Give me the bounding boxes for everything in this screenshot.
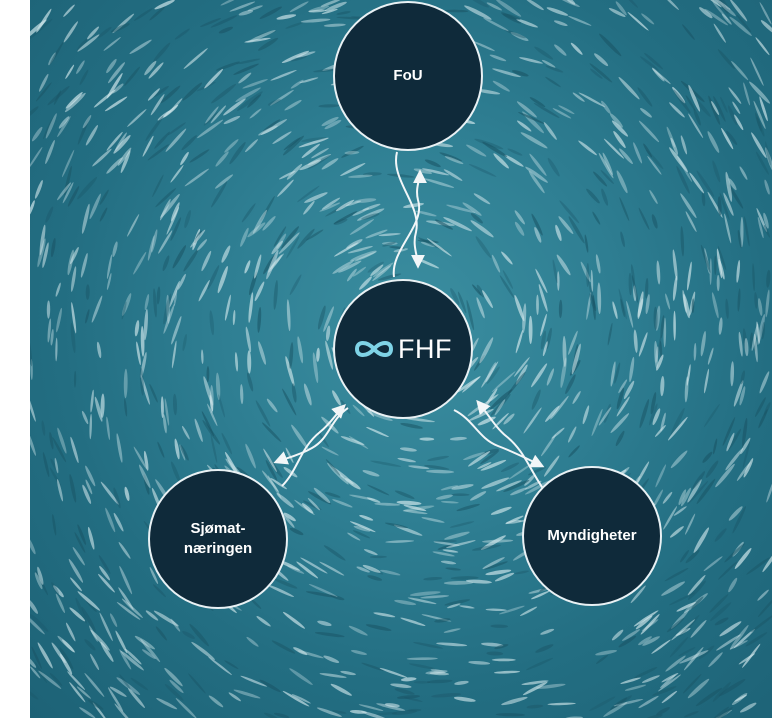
node-sjomatnaeringen: Sjømat- næringen	[148, 469, 288, 609]
node-fhf: FHF	[333, 279, 473, 419]
node-sjomat-label: Sjømat- næringen	[183, 520, 253, 557]
fhf-logo: FHF	[354, 334, 452, 364]
arrow-fhf-to-myndigheter	[453, 409, 545, 468]
arrow-myndigheter-to-fhf	[476, 399, 545, 491]
arrow-sjomat-to-fhf	[281, 404, 346, 487]
arrow-fhf-to-fou	[392, 169, 427, 278]
node-myndigheter: Myndigheter	[522, 466, 662, 606]
connection-arrows	[273, 151, 545, 491]
node-fou: FoU	[333, 1, 483, 151]
fish-texture	[30, 0, 772, 718]
node-myndigheter-label: Myndigheter	[547, 527, 637, 544]
node-fhf-label: FHF	[398, 334, 452, 364]
fhf-wave-logo-icon	[354, 341, 394, 357]
arrow-fou-to-fhf	[394, 151, 425, 269]
arrow-fhf-to-sjomat	[273, 407, 349, 465]
fish-school-background: FoU FHF Sjømat- næringen Myndigheter	[30, 0, 772, 718]
node-fou-label: FoU	[393, 67, 423, 84]
